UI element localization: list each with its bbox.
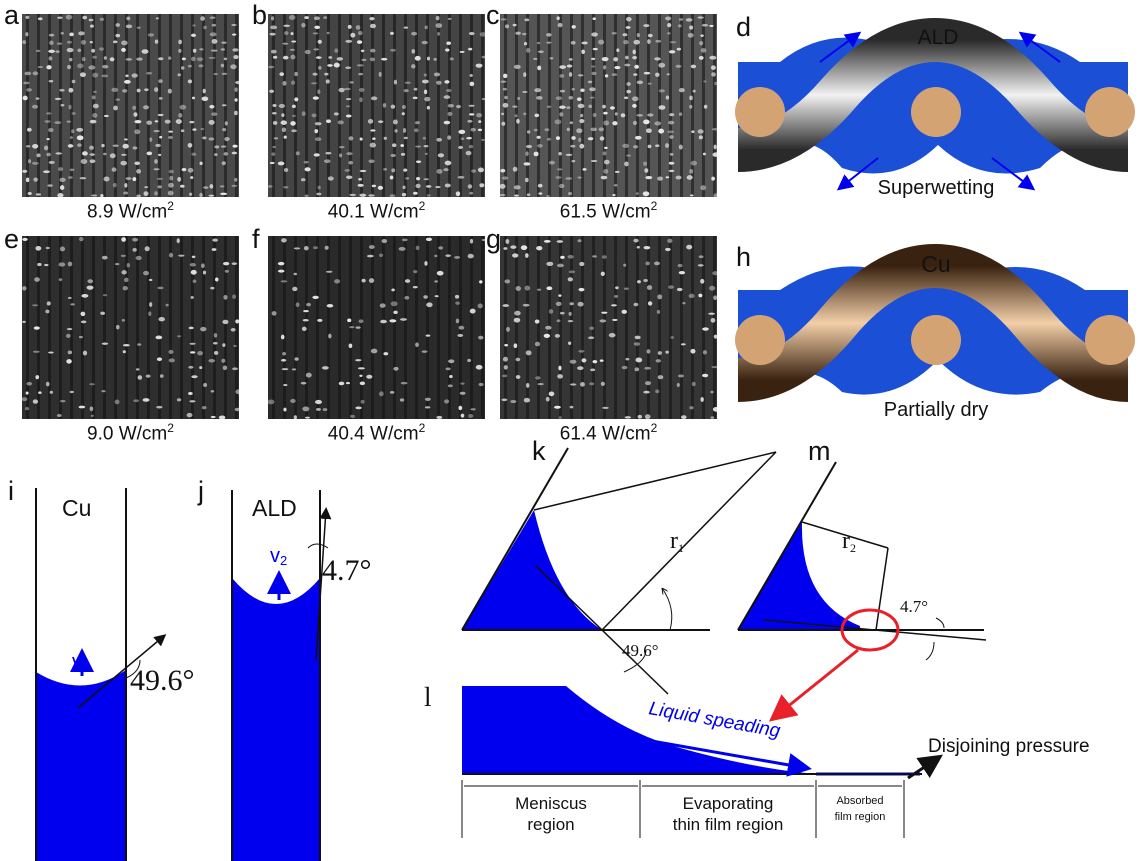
panel-label-g: g: [486, 224, 502, 254]
panel-label-e: e: [4, 224, 20, 254]
caption-a: 8.9 W/cm2: [87, 199, 174, 223]
m-radius-top: [801, 521, 889, 549]
tube-diagram-j: [231, 490, 332, 861]
l-region-3-line2: film region: [835, 811, 886, 823]
m-callout-circle: [840, 608, 900, 652]
l-pressure-arrow: [907, 754, 943, 780]
wick-h-caption: Partially dry: [884, 399, 988, 421]
k-radius-line: [601, 451, 777, 631]
wick-h-particle-3: [1085, 315, 1135, 365]
caption-f: 40.4 W/cm2: [327, 421, 426, 445]
m-wall: [737, 461, 837, 631]
wick-d-particle-3: [1085, 87, 1135, 137]
wick-photo-e: [22, 236, 239, 419]
l-region-1-line1: Meniscus: [515, 794, 587, 813]
tube-i-velocity: v1: [72, 651, 89, 674]
k-radius-top: [533, 451, 777, 511]
wick-d-label: ALD: [918, 26, 959, 49]
wick-photo-f: [268, 236, 485, 419]
l-region-2-line2: thin film region: [673, 815, 784, 834]
tube-diagram-i: [35, 488, 167, 861]
meniscus-diagram-k: [461, 447, 777, 695]
l-region-3-line1: Absorbed: [836, 795, 883, 807]
wick-d-particle-1: [735, 87, 785, 137]
tube-i-liquid: [36, 670, 126, 861]
panel-label-h: h: [736, 242, 752, 272]
panel-label-l: l: [424, 682, 432, 712]
k-liquid-wedge: [462, 510, 602, 630]
mesh-texture: [500, 14, 717, 197]
wick-diagram-h: [735, 243, 1135, 402]
flow-arrow-2: [1018, 31, 1061, 63]
mesh-texture: [501, 236, 717, 419]
wick-photo-g: [500, 236, 717, 419]
mesh-texture: [22, 14, 239, 197]
wick-h-label: Cu: [921, 251, 950, 277]
panel-label-f: f: [252, 224, 260, 254]
tube-j-label: ALD: [252, 495, 297, 521]
m-radius-label: r2: [842, 528, 856, 555]
l-spreading-label: Liquid speading: [647, 698, 782, 742]
panel-label-m: m: [808, 436, 831, 466]
k-angle-arc-top: [662, 588, 673, 631]
k-wall: [461, 447, 569, 631]
flow-arrow-4: [991, 157, 1036, 191]
panel-label-i: i: [8, 476, 14, 506]
m-radius-line: [875, 547, 889, 631]
tube-i-label: Cu: [62, 495, 91, 521]
k-angle-label: 49.6°: [622, 641, 659, 660]
wick-d-wire: [737, 17, 1130, 172]
tube-i-angle: 49.6°: [130, 664, 195, 697]
mesh-texture: [268, 236, 485, 419]
wick-photo-c: [500, 14, 717, 197]
wick-d-particle-2: [911, 87, 961, 137]
l-region-1-line2: region: [527, 815, 574, 834]
mesh-texture: [22, 236, 239, 419]
caption-e: 9.0 W/cm2: [87, 421, 174, 445]
l-pressure-label: Disjoining pressure: [928, 736, 1090, 757]
wick-h-wire: [737, 243, 1130, 402]
tube-i-tangent: [77, 634, 167, 709]
wick-d-caption: Superwetting: [878, 177, 995, 199]
m-tangent: [763, 619, 987, 641]
wick-h-particle-1: [735, 315, 785, 365]
wick-h-particle-2: [911, 315, 961, 365]
panel-label-c: c: [486, 0, 500, 30]
m-liquid-wedge: [738, 522, 860, 630]
caption-c: 61.5 W/cm2: [559, 199, 658, 223]
wick-diagram-d: [735, 17, 1135, 191]
tube-j-liquid: [232, 578, 320, 861]
l-region-2-line1: Evaporating: [683, 794, 774, 813]
k-radius-label: r1: [670, 528, 684, 555]
meniscus-diagram-m: [737, 461, 987, 722]
panel-label-a: a: [4, 0, 20, 30]
tube-j-angle-arc: [307, 543, 329, 549]
thin-film-diagram-l: [461, 686, 943, 838]
k-angle-arc-bottom: [623, 649, 647, 673]
wick-photo-a: [22, 14, 239, 197]
panel-label-d: d: [736, 12, 752, 42]
m-angle-arc-bottom: [925, 641, 935, 661]
flow-arrow-1: [819, 31, 862, 63]
caption-b: 40.1 W/cm2: [327, 199, 426, 223]
k-tangent: [535, 565, 669, 695]
panel-label-b: b: [252, 0, 268, 30]
tube-i-angle-arc: [125, 659, 141, 679]
m-callout-arrow: [768, 648, 859, 722]
wick-photo-b: [268, 14, 485, 197]
tube-j-velocity: v2: [270, 545, 287, 568]
l-spreading-arrow: [645, 738, 812, 777]
mesh-texture: [268, 14, 485, 197]
panel-label-j: j: [198, 476, 204, 506]
tube-j-angle: 4.7°: [322, 554, 372, 587]
m-angle-arc-top: [935, 617, 945, 629]
m-angle-label: 4.7°: [900, 597, 928, 616]
flow-arrow-3: [836, 157, 879, 191]
panel-label-k: k: [532, 436, 546, 466]
l-liquid-profile: [462, 686, 818, 774]
tube-j-tangent: [315, 507, 332, 661]
caption-g: 61.4 W/cm2: [559, 421, 658, 445]
